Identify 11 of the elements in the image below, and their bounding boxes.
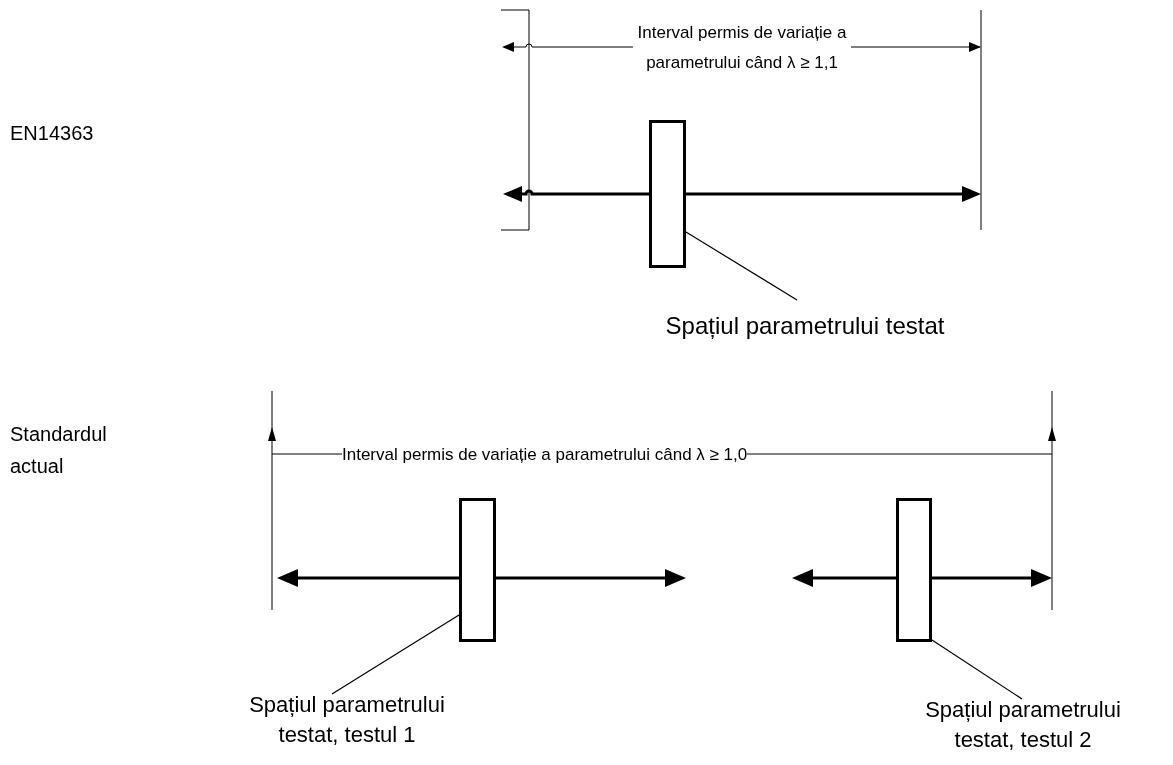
parameter-bar [649, 120, 686, 268]
leader-line [331, 614, 460, 695]
parameter-bar [459, 498, 496, 642]
callout-text: Spațiul parametrului testat, testul 1 [222, 690, 472, 750]
callout-text: Spațiul parametrului testat, testul 2 [893, 695, 1153, 755]
row-label: EN14363 [10, 121, 94, 146]
leader-line [685, 231, 798, 301]
parameter-bar [896, 498, 932, 642]
callout-text: Spațiul parametrului testat [620, 308, 990, 344]
row-label: Standardul actual [10, 422, 108, 479]
leader-line [931, 639, 1023, 700]
